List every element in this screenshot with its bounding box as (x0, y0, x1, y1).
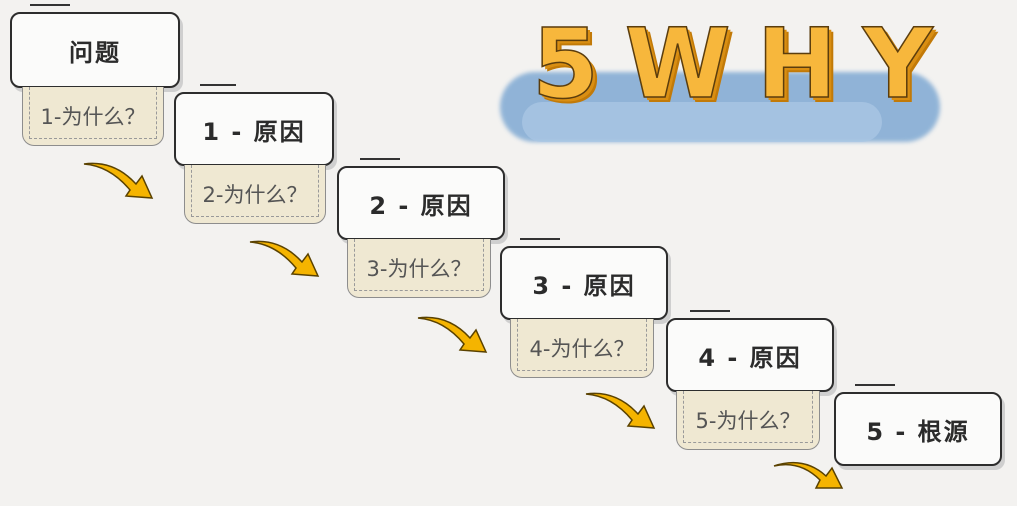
cause-1-box: 1 - 原因 (174, 92, 334, 166)
title-backdrop-light (522, 102, 882, 142)
cause-1-label: 1 - 原因 (202, 117, 306, 146)
cause-4-label: 4 - 原因 (698, 343, 802, 372)
sketch-line (690, 310, 730, 312)
why-3: 3-为什么？ (347, 239, 491, 298)
why-5-label: 5-为什么？ (695, 409, 801, 433)
root-cause-box: 5 - 根源 (834, 392, 1002, 466)
why-5: 5-为什么？ (676, 391, 820, 450)
sketch-line (520, 238, 560, 240)
why-1-label: 1-为什么？ (40, 105, 146, 129)
problem-label: 问题 (69, 38, 121, 67)
curved-arrow-icon (249, 240, 320, 277)
sketch-line (360, 158, 400, 160)
cause-2-label: 2 - 原因 (369, 191, 473, 220)
why-2-label: 2-为什么？ (202, 183, 308, 207)
cause-3-box: 3 - 原因 (500, 246, 668, 320)
curved-arrow-icon (83, 162, 154, 199)
curved-arrow-icon (773, 461, 844, 489)
curved-arrow-icon (417, 316, 488, 353)
root-cause-label: 5 - 根源 (866, 417, 970, 446)
why-3-label: 3-为什么？ (366, 257, 472, 281)
cause-2-box: 2 - 原因 (337, 166, 505, 240)
title-5why: 5WHY (531, 8, 959, 120)
title-graphic: 5WHY (492, 14, 942, 154)
cause-4-box: 4 - 原因 (666, 318, 834, 392)
why-4-label: 4-为什么？ (529, 337, 635, 361)
cause-3-label: 3 - 原因 (532, 271, 636, 300)
sketch-line (30, 4, 70, 6)
why-4: 4-为什么？ (510, 319, 654, 378)
why-2: 2-为什么？ (184, 165, 326, 224)
why-1: 1-为什么？ (22, 87, 164, 146)
problem-box: 问题 (10, 12, 180, 88)
sketch-line (200, 84, 236, 86)
curved-arrow-icon (585, 392, 656, 429)
sketch-line (855, 384, 895, 386)
